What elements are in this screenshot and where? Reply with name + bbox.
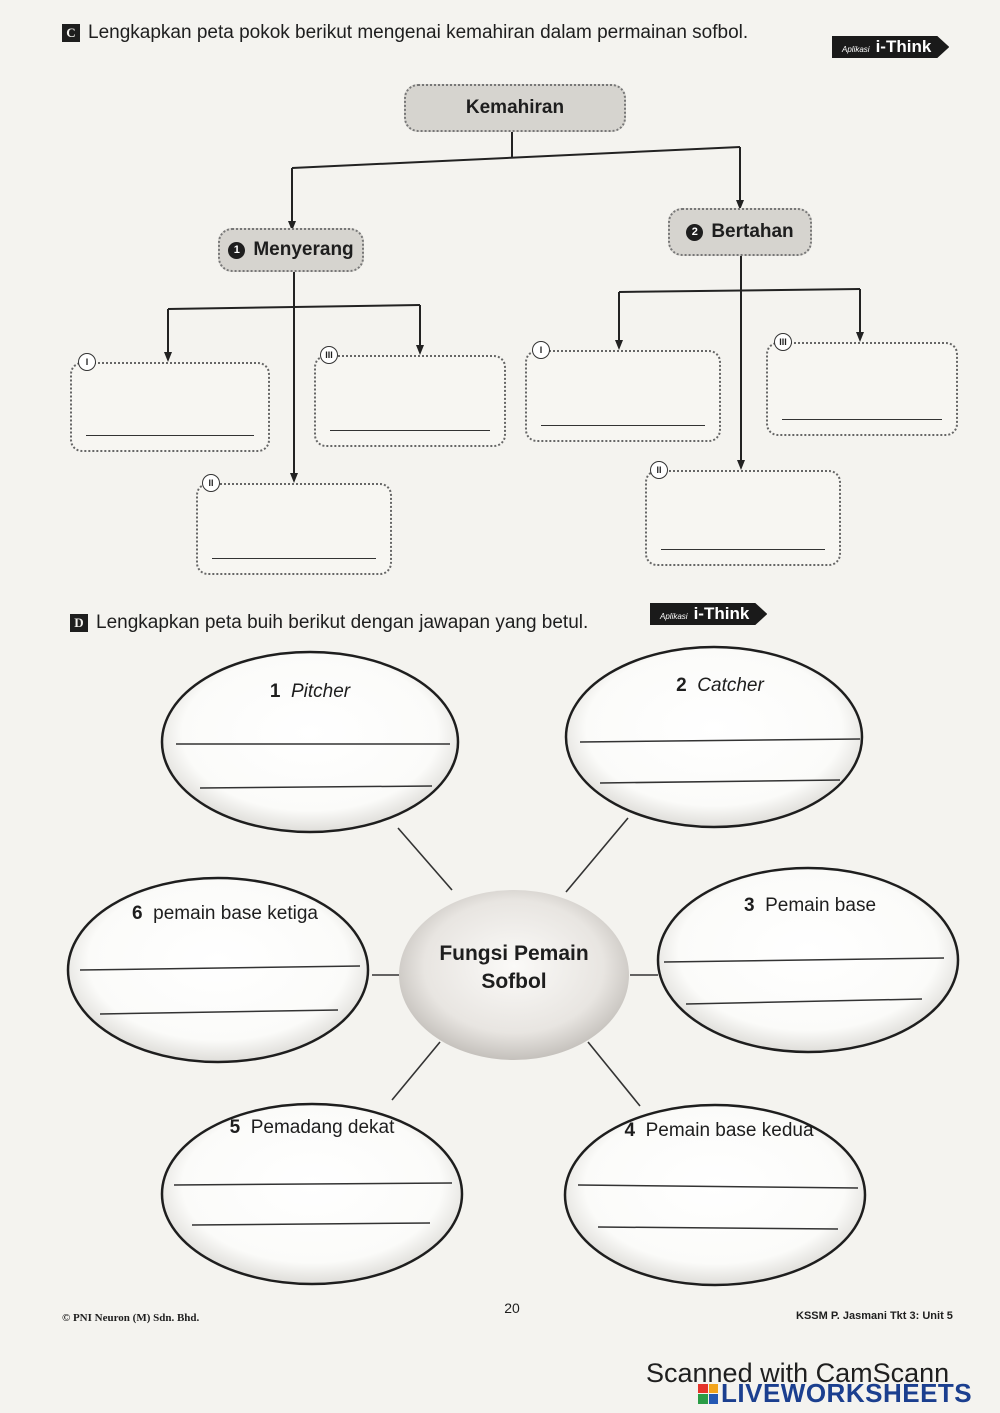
liveworksheets-logo-icon bbox=[698, 1383, 718, 1404]
branch-number-badge: 2 bbox=[686, 224, 704, 241]
answer-line bbox=[86, 435, 254, 436]
tree-map-connectors bbox=[164, 130, 864, 483]
section-c-letter: C bbox=[62, 24, 80, 42]
answer-line bbox=[685, 998, 923, 1005]
center-bubble bbox=[399, 890, 629, 1060]
answer-line bbox=[212, 558, 376, 559]
answer-line bbox=[661, 549, 825, 550]
answer-box-menyerang-i[interactable] bbox=[70, 362, 270, 452]
branch-number-badge: 1 bbox=[228, 242, 246, 259]
answer-line bbox=[782, 419, 942, 420]
section-d-letter: D bbox=[70, 614, 88, 632]
bubble-pitcher bbox=[160, 650, 460, 834]
bubble-label-catcher: 2 Catcher bbox=[676, 675, 764, 696]
footer-book-title: KSSM P. Jasmani Tkt 3: Unit 5 bbox=[796, 1310, 953, 1322]
connector-line bbox=[397, 827, 453, 891]
center-bubble-label: Fungsi Pemain Sofbol bbox=[439, 942, 589, 993]
slot-marker: I bbox=[532, 341, 550, 359]
answer-line bbox=[173, 1182, 453, 1186]
answer-line bbox=[599, 779, 841, 784]
bubble-map bbox=[66, 645, 960, 1287]
connector-line bbox=[587, 1041, 641, 1107]
connector-line bbox=[565, 817, 629, 893]
bubble-label-pemain-base-ketiga: 6 pemain base ketiga bbox=[132, 903, 318, 924]
liveworksheets-watermark: LIVEWORKSHEETS bbox=[698, 1378, 972, 1409]
answer-box-bertahan-ii[interactable] bbox=[645, 470, 841, 566]
bubble-label-pemain-base: 3 Pemain base bbox=[743, 895, 877, 916]
answer-line bbox=[579, 738, 861, 743]
footer-copyright: © PNI Neuron (M) Sdn. Bhd. bbox=[62, 1312, 200, 1324]
answer-box-menyerang-ii[interactable] bbox=[196, 483, 392, 575]
slot-marker: III bbox=[320, 346, 338, 364]
answer-line bbox=[577, 1184, 859, 1189]
answer-box-bertahan-i[interactable] bbox=[525, 350, 721, 442]
answer-box-menyerang-iii[interactable] bbox=[314, 355, 506, 447]
bubble-catcher bbox=[564, 645, 864, 829]
bubble-label-pemadang-dekat: 5 Pemadang dekat bbox=[229, 1117, 395, 1138]
bubble-pemain-base-kedua bbox=[563, 1103, 867, 1287]
answer-line bbox=[663, 957, 945, 963]
root-node-kemahiran: Kemahiran bbox=[404, 84, 626, 132]
bubble-label-pemain-base-kedua: 4 Pemain base kedua bbox=[624, 1120, 814, 1141]
answer-box-bertahan-iii[interactable] bbox=[766, 342, 958, 436]
bubble-label-pitcher: 1 Pitcher bbox=[269, 681, 351, 702]
bubble-pemadang-dekat bbox=[160, 1102, 464, 1286]
scanner-watermark: Scanned with CamScann bbox=[646, 1358, 950, 1388]
answer-line bbox=[541, 425, 705, 426]
answer-line bbox=[79, 965, 361, 971]
answer-line bbox=[191, 1222, 431, 1226]
slot-marker: III bbox=[774, 333, 792, 351]
answer-line bbox=[199, 785, 433, 789]
answer-line bbox=[597, 1226, 839, 1230]
answer-line bbox=[99, 1009, 339, 1015]
answer-line bbox=[330, 430, 490, 431]
slot-marker: II bbox=[202, 474, 220, 492]
slot-marker: I bbox=[78, 353, 96, 371]
connector-line bbox=[391, 1041, 441, 1101]
bubble-pemain-base-ketiga bbox=[66, 876, 370, 1064]
slot-marker: II bbox=[650, 461, 668, 479]
page-number: 20 bbox=[504, 1300, 520, 1316]
